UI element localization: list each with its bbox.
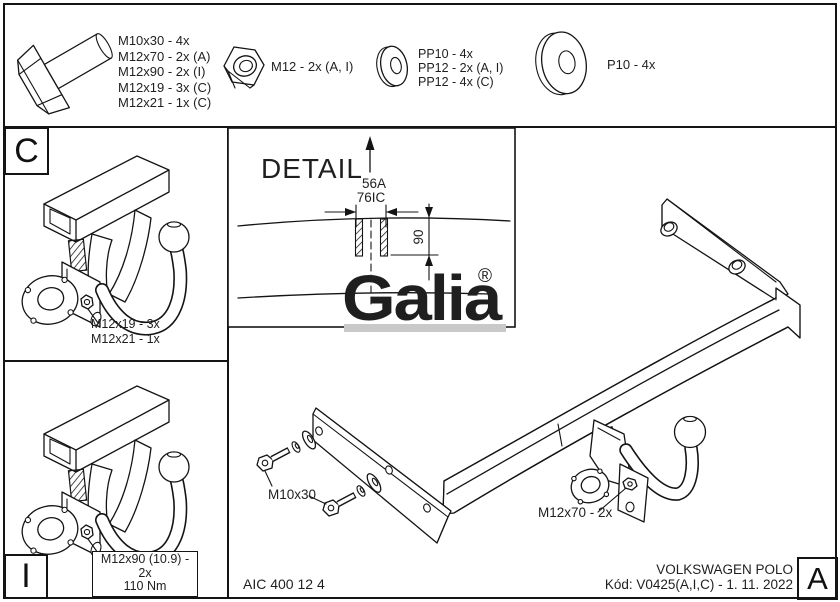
towhook-on-crossbar — [570, 415, 707, 523]
bolt-callout: M10x30 — [264, 470, 327, 505]
detail-box: DETAIL 56A 76IC — [227, 127, 516, 328]
nut-size-label: M12 - 2x (A, I) — [271, 59, 354, 74]
dim-76ic: 76IC — [357, 190, 386, 205]
left-column-divider — [3, 360, 228, 363]
height-dimension: 90 — [390, 203, 439, 281]
detail-title: DETAIL — [261, 153, 363, 184]
registered-mark: ® — [478, 266, 492, 287]
washer-size-line: PP12 - 4x (C) — [418, 75, 494, 89]
bumper-lower-curve — [237, 292, 491, 299]
exploded-bolt-set-2 — [322, 473, 382, 517]
bolt-size-line: M12x70 - 2x (A) — [118, 48, 211, 64]
hook-callout: M12x70 - 2x — [538, 487, 627, 520]
strip-bolt-2 — [728, 259, 746, 275]
galia-logo-text: Galia — [342, 262, 503, 334]
galia-logo-underline — [344, 324, 506, 332]
washer-size-line: PP12 - 2x (A, I) — [418, 61, 504, 75]
horizontal-divider — [3, 126, 837, 129]
dim-90: 90 — [411, 229, 426, 244]
zone-marker-i-box: I — [4, 554, 48, 599]
fastener-label-line: M12x90 (10.9) - 2x — [100, 552, 190, 580]
plate-hole-2 — [385, 465, 393, 475]
up-arrow-icon — [365, 136, 375, 173]
hex-nut-icon — [223, 46, 265, 89]
hook-callout-label: M12x70 - 2x — [538, 505, 613, 520]
title-block: VOLKSWAGEN POLO Kód: V0425(A,I,C) - 1. 1… — [500, 562, 793, 592]
towhook-assembly-drawing-i — [14, 372, 226, 576]
zone-marker-c: C — [14, 131, 39, 170]
section-c-fastener-label: M12x19 - 3x M12x21 - 1x — [91, 317, 160, 346]
slot-hatch-right — [379, 218, 389, 257]
bolt-size-line: M10x30 - 4x — [118, 33, 190, 48]
exploded-bolt-set-1 — [256, 430, 317, 472]
flat-washer-large-icon — [535, 31, 587, 96]
zone-marker-c-box: C — [4, 127, 49, 175]
zone-marker-a: A — [807, 560, 828, 596]
main-assembly-drawing: DETAIL 56A 76IC — [227, 127, 801, 544]
drawing-code: Kód: V0425(A,I,C) - 1. 11. 2022 — [604, 577, 793, 592]
plate-hole-3 — [423, 503, 431, 513]
bolt-size-line: M12x19 - 3x (C) — [118, 79, 212, 95]
crossbar — [442, 287, 801, 515]
strip-bolt-1 — [660, 221, 678, 237]
left-side-plate — [312, 407, 452, 544]
section-i-torque-label: M12x90 (10.9) - 2x 110 Nm — [92, 551, 198, 597]
vehicle-name: VOLKSWAGEN POLO — [656, 562, 793, 577]
dim-56a: 56A — [362, 176, 386, 191]
zone-marker-i: I — [21, 557, 31, 595]
socket-ring — [570, 468, 610, 505]
fastener-label-line: M12x21 - 1x — [91, 331, 160, 346]
large-washer-size-label: P10 - 4x — [607, 57, 656, 72]
hex-bolt-icon — [17, 33, 113, 115]
bolt-size-line: M12x90 - 2x (I) — [118, 64, 206, 79]
fastener-label-line: M12x19 - 3x — [91, 317, 160, 331]
vertical-divider — [227, 126, 230, 599]
towhook-assembly-drawing-c — [14, 142, 226, 346]
right-bracket-strip — [660, 198, 789, 301]
bolt-size-list: M10x30 - 4x M12x70 - 2x (A) M12x90 - 2x … — [118, 33, 211, 111]
bumper-upper-curve — [237, 217, 511, 227]
doc-number: AIC 400 12 4 — [243, 576, 325, 592]
bolt-size-line: M12x21 - 1x (C) — [118, 95, 212, 110]
washer-size-line: PP10 - 4x — [418, 47, 473, 61]
small-washer-size-list: PP10 - 4x PP12 - 2x (A, I) PP12 - 4x (C) — [418, 47, 503, 89]
plate-hole-1 — [315, 426, 323, 436]
torque-label-line: 110 Nm — [123, 579, 167, 593]
bolt-callout-label: M10x30 — [268, 487, 316, 502]
slot-hatch-left — [354, 218, 364, 257]
galia-logo: Galia ® — [342, 262, 506, 334]
zone-marker-a-box: A — [797, 557, 838, 600]
flat-washer-icon — [376, 45, 409, 88]
